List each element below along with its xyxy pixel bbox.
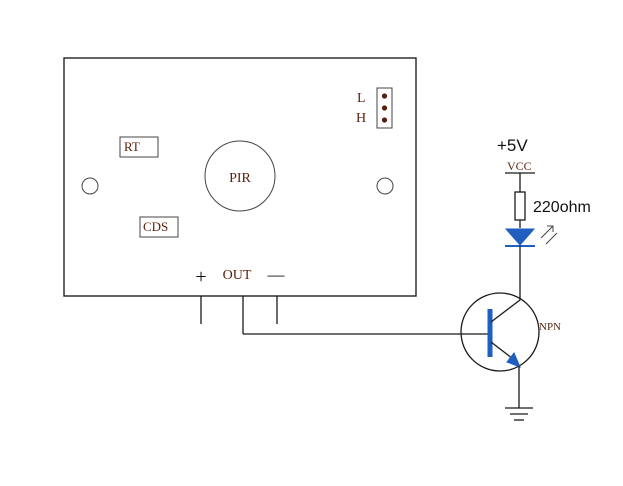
pir-label: PIR (229, 171, 251, 186)
transistor-collector (490, 299, 521, 323)
led-triangle (504, 228, 536, 246)
pir-sensor (204, 140, 276, 212)
pin-plus-label: + (195, 266, 206, 288)
jumper-label-h: H (356, 111, 366, 126)
cds-component (139, 216, 179, 238)
pin-out-label: OUT (223, 268, 252, 283)
module-outline (63, 57, 417, 297)
resistor-value-label: 220ohm (533, 199, 591, 216)
emitter-arrow (506, 352, 521, 368)
rt-label: RT (124, 139, 140, 154)
led-emission-arrow-1 (540, 225, 554, 239)
transistor-type-label: NPN (539, 321, 561, 333)
lh-jumper (376, 87, 393, 129)
cds-label: CDS (143, 219, 168, 234)
mounting-hole-left (81, 177, 99, 195)
led (504, 225, 558, 247)
ground-symbol (505, 407, 533, 421)
led-emission-arrowhead-1 (547, 225, 554, 232)
transistor-body (460, 292, 540, 372)
mounting-hole-right (376, 177, 394, 195)
supply-voltage-label: +5V (497, 136, 528, 155)
led-emission-arrow-2 (545, 232, 558, 245)
jumper-pin-1 (381, 93, 388, 99)
pin-minus-label: — (267, 265, 286, 284)
npn-transistor (460, 292, 540, 372)
vcc-label: VCC (507, 159, 532, 173)
resistor (514, 191, 526, 221)
jumper-pin-3 (381, 117, 388, 123)
pir-module: PIR RT CDS L H + OUT — (63, 57, 417, 297)
jumper-label-l: L (357, 91, 366, 106)
jumper-pin-2 (381, 105, 388, 111)
rt-component (119, 136, 159, 158)
